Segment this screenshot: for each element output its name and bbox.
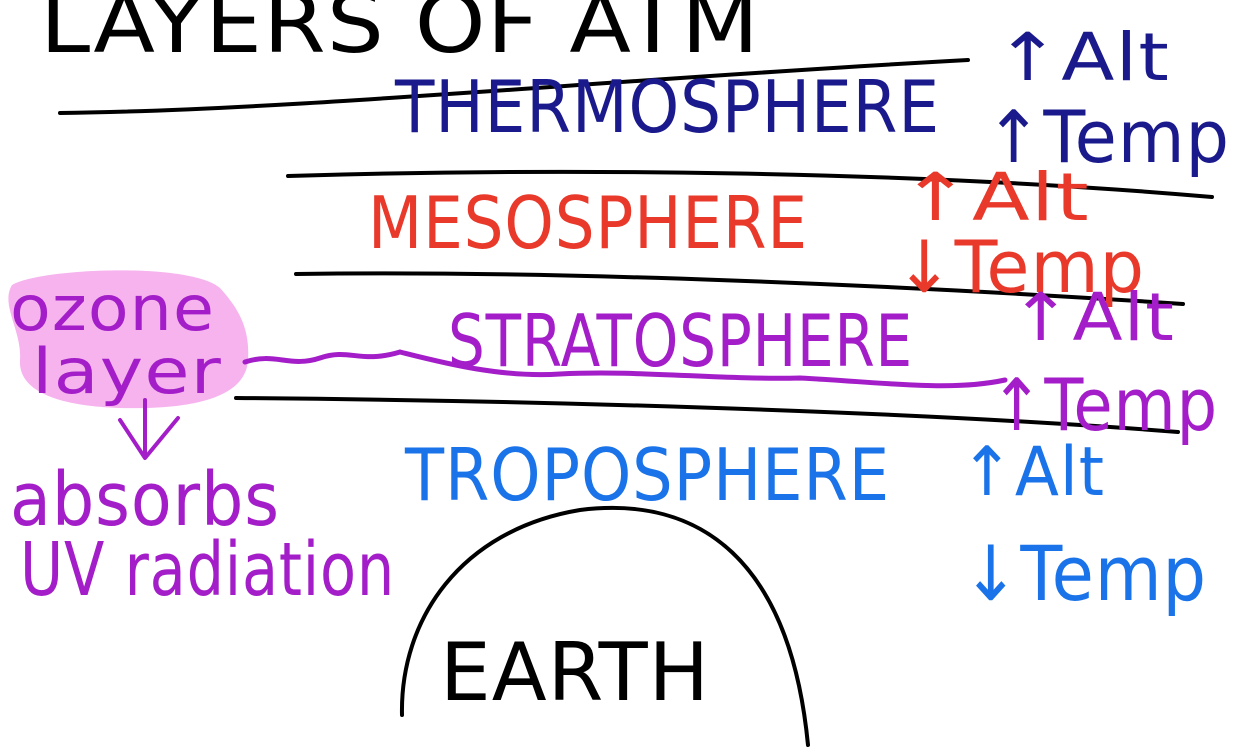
ozone-down-arrow <box>118 398 180 460</box>
boundary-line-strato-tropo <box>234 396 1180 434</box>
thermosphere-alt: ↑Alt <box>995 19 1170 96</box>
ozone-label-line1: ozone <box>10 272 215 345</box>
ozone-note-line1: absorbs <box>10 457 280 543</box>
page-title: LAYERS OF ATM <box>40 0 760 72</box>
boundary-line-top <box>58 58 970 115</box>
troposphere-label: TROPOSPHERE <box>404 433 890 517</box>
ozone-wavy-line <box>242 349 1008 389</box>
mesosphere-label: MESOSPHERE <box>368 181 808 265</box>
boundary-line-thermo-meso <box>286 169 1214 199</box>
thermosphere-temp: ↑Temp <box>985 95 1230 179</box>
ozone-label-line2: layer <box>32 335 222 408</box>
mesosphere-alt: ↑Alt <box>900 159 1090 236</box>
earth-arc <box>399 505 810 747</box>
boundary-line-meso-strato <box>294 271 1185 306</box>
stratosphere-alt: ↑Alt <box>1010 279 1175 356</box>
troposphere-temp: ↓Temp <box>962 529 1207 618</box>
stratosphere-label: STRATOSPHERE <box>448 299 913 383</box>
thermosphere-label: THERMOSPHERE <box>394 65 940 149</box>
earth-label: EARTH <box>440 626 710 719</box>
ozone-highlight <box>8 270 249 409</box>
ozone-note-line2: UV radiation <box>20 527 395 613</box>
mesosphere-temp: ↓Temp <box>895 225 1145 309</box>
troposphere-alt: ↑Alt <box>960 433 1105 512</box>
stratosphere-temp: ↑Temp <box>990 363 1218 447</box>
